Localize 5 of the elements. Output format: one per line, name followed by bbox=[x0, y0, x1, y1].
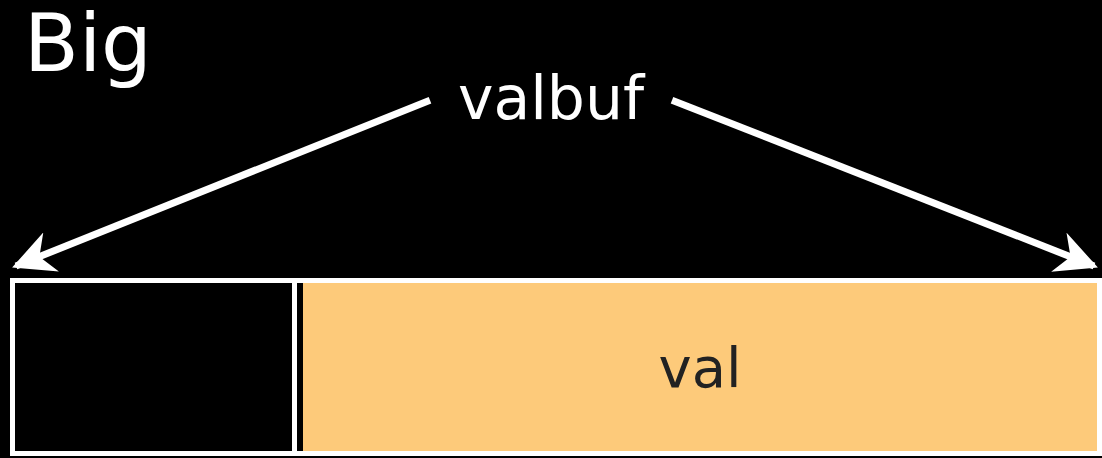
arrow bbox=[670, 96, 1098, 272]
buffer-bar bbox=[10, 278, 1102, 456]
value-cell: val bbox=[303, 283, 1097, 451]
buffer-name: valbuf bbox=[440, 62, 662, 134]
arrow bbox=[12, 96, 432, 272]
